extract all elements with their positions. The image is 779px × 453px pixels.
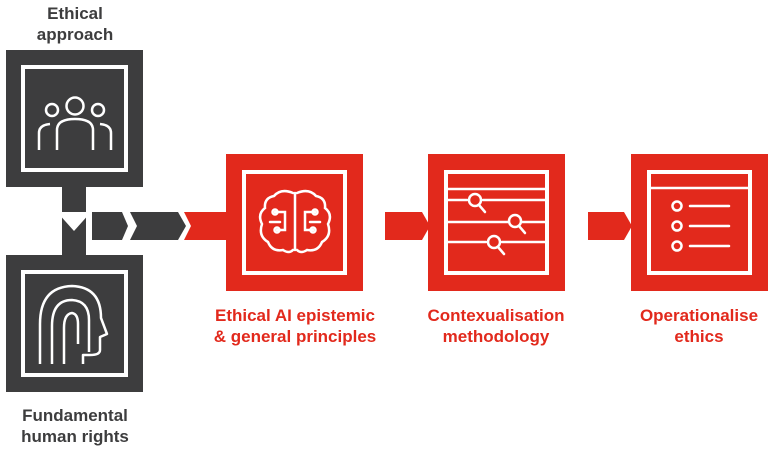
label-line: Ethical AI epistemic [215,306,375,325]
label-line: human rights [21,427,129,446]
human-head-profile-icon [38,284,109,364]
label-line: Contexualisation [427,306,565,325]
step-connector [588,212,632,240]
label-line: approach [36,25,114,44]
contextualisation-label: Contexualisation methodology [406,305,586,347]
checklist-icon [649,186,750,252]
brain-circuit-icon [258,189,332,254]
step-contextualisation-box [428,154,565,291]
operationalise-label: Operationalise ethics [624,305,774,347]
search-filter-sliders-icon [446,187,547,256]
label-line: Operationalise [639,306,759,325]
label-line: methodology [442,327,550,346]
ethical-ai-label: Ethical AI epistemic & general principle… [195,305,395,347]
step-connector [385,212,430,240]
step-connector [184,212,226,240]
human-rights-label: Fundamental human rights [0,405,150,447]
human-rights-box [6,255,143,392]
label-line: Fundamental [22,406,128,425]
label-line: Ethical [47,4,103,23]
people-group-icon [37,96,113,150]
input-connector [57,185,186,257]
ethical-approach-box [6,50,143,187]
label-line: ethics [674,327,724,346]
label-line: & general principles [213,327,377,346]
step-ethical-ai-box [226,154,363,291]
step-operationalise-box [631,154,768,291]
ethical-approach-label: Ethical approach [0,3,150,45]
